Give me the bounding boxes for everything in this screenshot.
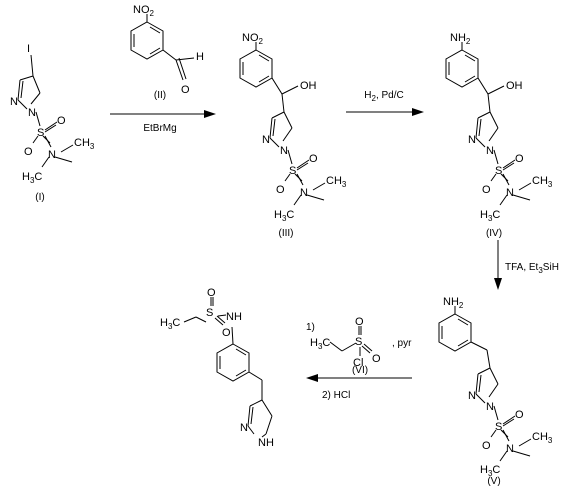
- iv-sulfur: S: [495, 165, 502, 177]
- product: H3C S O O NH N NH: [160, 287, 274, 449]
- i-methyl-2: H3C: [22, 171, 42, 185]
- iv-methyl-1: CH3: [532, 175, 553, 189]
- label-iv: (IV): [486, 228, 502, 239]
- iii-sulfur: S: [289, 165, 296, 177]
- step-1: (II) EtBrMg: [110, 90, 216, 134]
- step-3-reagent: TFA, Et3SiH: [505, 262, 559, 275]
- vi-oxygen-2: O: [372, 353, 381, 365]
- iii-n1: N: [280, 145, 288, 157]
- ii-aldehyde-o: O: [181, 84, 190, 96]
- label-v: (V): [487, 476, 500, 487]
- v-n3: N: [468, 390, 476, 402]
- product-sulfur: S: [206, 307, 213, 319]
- vi-chlorine: Cl: [353, 357, 363, 369]
- vi-oxygen-1: O: [355, 316, 364, 328]
- iv-oxygen-1: O: [515, 153, 524, 165]
- step-2-reagent: H2, Pd/C: [364, 90, 403, 103]
- product-oxygen-2: O: [222, 327, 231, 339]
- iii-n3: N: [262, 134, 270, 146]
- step-4-reagent-2: 2) HCl: [322, 390, 350, 401]
- product-oxygen-1: O: [207, 287, 216, 299]
- iii-methyl-1: CH3: [326, 175, 347, 189]
- i-oxygen-1: O: [57, 115, 66, 127]
- step-4-number: 1): [306, 322, 315, 333]
- step-2: H2, Pd/C: [346, 90, 424, 116]
- i-methyl-1: CH3: [74, 137, 95, 151]
- iv-amide-n: N: [506, 187, 514, 199]
- v-oxygen-2: O: [482, 440, 491, 452]
- compound-iv: NH2 OH N N S O O N CH3 H3C (IV): [445, 32, 553, 239]
- v-sulfur: S: [495, 421, 502, 433]
- ii-aldehyde-h: H: [196, 51, 204, 63]
- step-3: TFA, Et3SiH: [494, 240, 559, 290]
- vi-sulfur: S: [355, 336, 362, 348]
- v-amine: NH2: [443, 296, 464, 310]
- i-n3: N: [10, 96, 18, 108]
- iv-hydroxyl: OH: [506, 80, 523, 92]
- i-sulfur: S: [37, 127, 44, 139]
- label-iii: (III): [279, 228, 294, 239]
- product-methyl: H3C: [160, 317, 180, 331]
- ii-nitro: NO2: [133, 4, 155, 18]
- compound-v: NH2 N N S O O N CH3 H3C (V): [438, 296, 553, 487]
- product-ring-nh: NH: [258, 437, 274, 449]
- iii-methyl-2: H3C: [274, 209, 294, 223]
- step-1-reagent-below: EtBrMg: [143, 123, 176, 134]
- step-4-suffix: , pyr: [392, 338, 412, 349]
- step-1-reagent-above: (II): [154, 90, 166, 101]
- iv-methyl-2: H3C: [480, 209, 500, 223]
- i-oxygen-2: O: [24, 146, 33, 158]
- step-4: 1) , pyr 2) HCl: [306, 322, 412, 401]
- i-n1: N: [28, 107, 36, 119]
- compound-i: I N N S O O N CH3 H3C (I): [10, 43, 95, 203]
- label-i: (I): [35, 192, 44, 203]
- iii-oxygen-2: O: [276, 184, 285, 196]
- product-ring-n: N: [240, 422, 248, 434]
- iii-nitro: NO2: [242, 32, 264, 46]
- i-amide-n: N: [48, 149, 56, 161]
- compound-vi: H3C S O O Cl (VI): [310, 316, 381, 376]
- v-amide-n: N: [506, 443, 514, 455]
- product-sulfonamide-nh: NH: [226, 311, 242, 323]
- iv-amine: NH2: [450, 32, 471, 46]
- iii-amide-n: N: [300, 187, 308, 199]
- v-methyl-1: CH3: [532, 431, 553, 445]
- iii-hydroxyl: OH: [300, 80, 317, 92]
- iv-oxygen-2: O: [482, 184, 491, 196]
- v-n1: N: [486, 401, 494, 413]
- vi-methyl: H3C: [310, 337, 330, 351]
- v-methyl-2: H3C: [480, 464, 500, 478]
- i-iodo: I: [27, 43, 30, 55]
- compound-iii: NO2 OH N N S O O N CH3 H3C (III): [239, 32, 347, 239]
- v-oxygen-1: O: [515, 409, 524, 421]
- iv-n3: N: [468, 134, 476, 146]
- label-vi: (VI): [352, 365, 368, 376]
- iii-oxygen-1: O: [309, 153, 318, 165]
- compound-ii: NO2 O H: [130, 4, 204, 96]
- iv-n1: N: [486, 145, 494, 157]
